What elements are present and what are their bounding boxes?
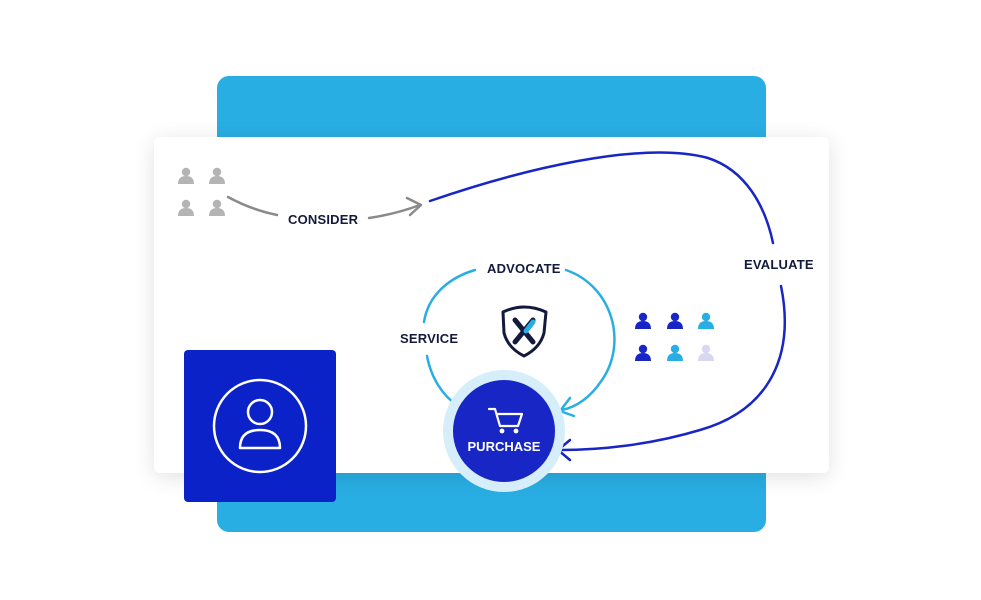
shopping-cart-icon <box>487 407 524 434</box>
stage-service-label: SERVICE <box>400 331 459 346</box>
shield-x-logo-icon <box>501 305 548 358</box>
consider-person-group <box>178 167 225 216</box>
consider-arrowhead <box>405 196 423 217</box>
person-icon <box>209 199 225 216</box>
person-icon <box>667 312 683 329</box>
person-icon <box>209 167 225 184</box>
evaluate-to-purchase-curve <box>558 284 786 452</box>
stage-purchase-label: PURCHASE <box>467 439 541 454</box>
purchase-node <box>453 380 555 482</box>
user-profile-tile <box>184 350 336 502</box>
person-icon <box>698 312 714 329</box>
consider-arrow-in <box>226 195 279 217</box>
consider-arrow-out <box>367 203 422 220</box>
person-icon <box>698 344 714 361</box>
person-icon <box>178 199 194 216</box>
stage-evaluate-label: EVALUATE <box>744 257 814 272</box>
stage-consider-label: CONSIDER <box>288 212 359 227</box>
person-icon <box>667 344 683 361</box>
user-icon <box>212 378 308 474</box>
advocate-to-purchase-arc <box>560 268 616 412</box>
stage-advocate-label: ADVOCATE <box>487 261 561 276</box>
person-icon <box>635 312 651 329</box>
consider-to-evaluate-curve <box>428 151 775 245</box>
person-icon <box>178 167 194 184</box>
service-advocate-loop-arc <box>422 268 477 324</box>
person-icon <box>635 344 651 361</box>
evaluate-person-group <box>635 312 714 361</box>
